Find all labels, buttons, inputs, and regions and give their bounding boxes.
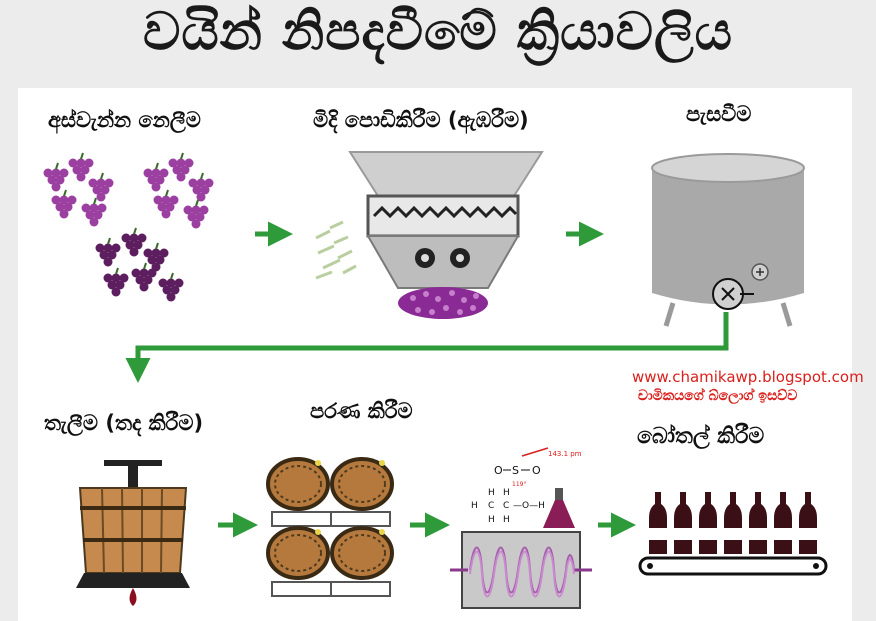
- sulfite-molecule-icon: O S O 143.1 pm 119°: [494, 447, 582, 488]
- atom-h-1: H: [488, 488, 495, 498]
- step-label-bottling: බෝතල් කිරීම: [637, 424, 765, 449]
- process-diagram: O S O 143.1 pm 119° H H H C C —O—H H H: [42, 151, 828, 609]
- conveyor-belt-icon: [638, 556, 828, 576]
- step-label-aging: පරණ කිරීම: [310, 399, 413, 423]
- step-label-crush: මිදි පොඩිකිරීම (ඇඹරීම): [313, 108, 529, 132]
- ethanol-molecule-icon: H H H C C —O—H H H: [471, 488, 545, 525]
- atom-h-2: H: [503, 488, 510, 498]
- page-title: වයින් නිපදවීමේ ක්‍රියාවලිය: [142, 2, 734, 62]
- atom-h-5: H: [503, 515, 510, 525]
- bond-length-label: 143.1 pm: [548, 450, 582, 458]
- wine-press-icon: [76, 460, 190, 606]
- bond-angle-label: 119°: [512, 481, 526, 488]
- atom-o-left: O: [494, 464, 503, 477]
- atom-h-4: H: [488, 515, 495, 525]
- watermark-url: www.chamikawp.blogspot.com: [632, 368, 864, 386]
- filtration-unit-icon: [450, 531, 592, 609]
- bottles-icon: [649, 492, 817, 554]
- atom-h-3: H: [471, 501, 478, 511]
- atom-s: S: [512, 464, 519, 477]
- crusher-icon: [315, 151, 544, 319]
- step-label-ferment: පැසවීම: [686, 102, 752, 126]
- process-panel: අස්වැන්න නෙලීම මිදි පොඩිකිරීම (ඇඹරීම) පැ…: [18, 88, 864, 621]
- ethanol-tail: —O—H: [513, 501, 545, 511]
- arrow-ferment-to-press: [125, 312, 729, 383]
- step-label-harvest: අස්වැන්න නෙලීම: [48, 108, 201, 132]
- fermentation-tank-icon: [651, 153, 805, 327]
- watermark-blog: චාමිකයගේ බ්ලොග් ඉසව්ව: [638, 388, 798, 404]
- grapes-icon: [42, 152, 215, 303]
- atom-o-right: O: [532, 464, 541, 477]
- flask-icon: [543, 488, 575, 528]
- atom-c-1: C: [488, 501, 494, 511]
- barrels-icon: [266, 457, 394, 597]
- atom-c-2: C: [503, 501, 509, 511]
- step-label-press: තැලීම (තද කිරීම): [44, 411, 204, 435]
